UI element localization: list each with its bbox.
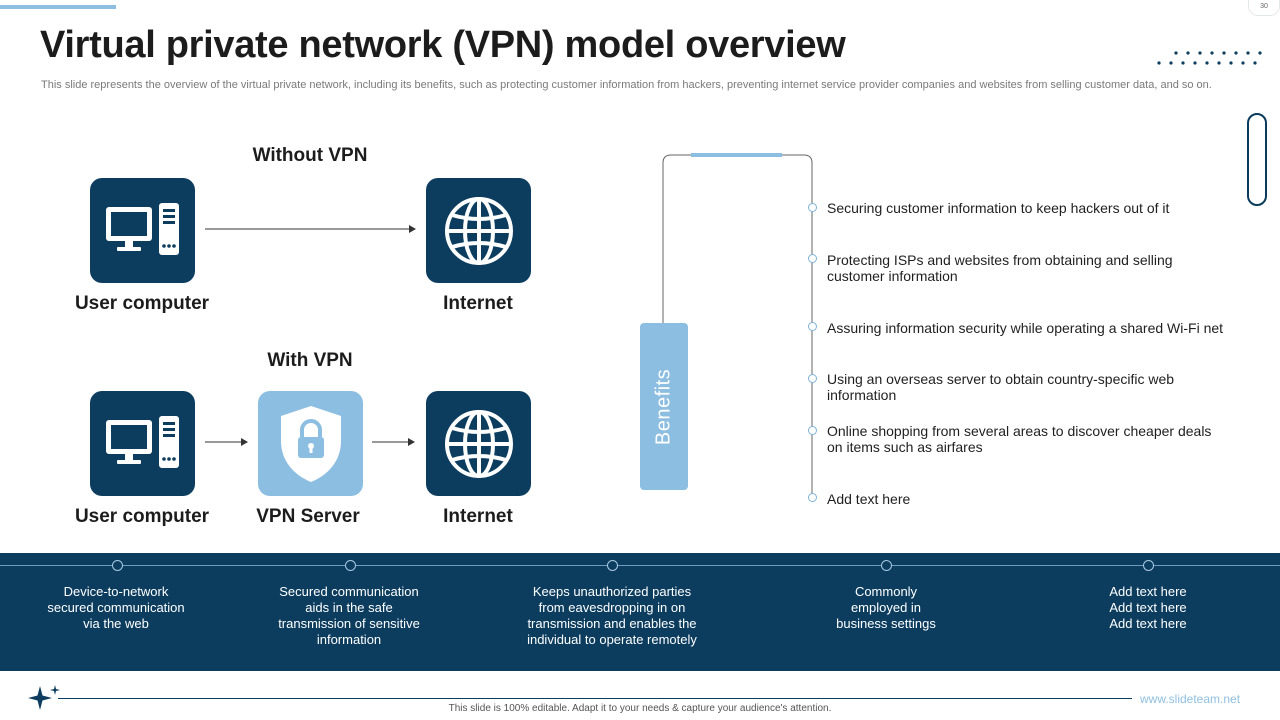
computer-icon (105, 415, 179, 468)
arrow-to-internet (372, 438, 415, 446)
user-computer-tile (90, 391, 195, 496)
page-number: 30 (1248, 0, 1280, 16)
with-vpn-heading: With VPN (267, 350, 353, 371)
benefit-item: Online shopping from several areas to di… (827, 423, 1212, 455)
scroll-indicator[interactable] (1247, 113, 1267, 206)
globe-icon (444, 196, 513, 265)
band-timeline-line (0, 565, 1280, 566)
band-marker (607, 560, 618, 571)
top-accent-bar (0, 5, 116, 9)
footer-note: This slide is 100% editable. Adapt it to… (448, 703, 832, 714)
internet-tile (426, 391, 531, 496)
band-item: Keeps unauthorized parties from eavesdro… (527, 584, 697, 647)
benefits-tab: Benefits (640, 323, 688, 490)
benefit-item: Add text here (827, 491, 911, 507)
footer-divider (58, 698, 1132, 699)
band-item: Add text here Add text here Add text her… (1109, 584, 1187, 631)
band-item: Secured communication aids in the safe t… (278, 584, 420, 647)
user-computer-label: User computer (74, 293, 210, 314)
benefit-item: Securing customer information to keep ha… (827, 200, 1170, 216)
band-item: Commonly employed in business settings (836, 584, 936, 631)
benefit-marker (808, 203, 817, 212)
benefit-marker (808, 254, 817, 263)
user-computer-label: User computer (74, 506, 210, 527)
computer-icon (105, 202, 179, 255)
sparkle-icon (28, 685, 60, 710)
user-computer-tile (90, 178, 195, 283)
benefit-item: Assuring information security while oper… (827, 320, 1224, 336)
footer-url-link[interactable]: www.slideteam.net (1140, 692, 1241, 706)
page-title: Virtual private network (VPN) model over… (40, 24, 846, 66)
arrow-to-vpn-server (205, 438, 248, 446)
shield-lock-icon (280, 405, 341, 482)
benefit-marker (808, 426, 817, 435)
globe-icon (444, 409, 513, 478)
features-band: Device-to-network secured communication … (0, 553, 1280, 671)
slide-description: This slide represents the overview of th… (41, 79, 1212, 91)
benefits-label: Benefits (652, 368, 675, 445)
without-vpn-heading: Without VPN (252, 145, 368, 166)
internet-tile (426, 178, 531, 283)
band-marker (881, 560, 892, 571)
benefit-marker (808, 322, 817, 331)
band-item: Device-to-network secured communication … (47, 584, 185, 631)
benefit-item: Protecting ISPs and websites from obtain… (827, 252, 1173, 284)
arrow-to-internet (205, 225, 416, 233)
vpn-server-tile (258, 391, 363, 496)
benefit-marker (808, 374, 817, 383)
benefit-marker (808, 493, 817, 502)
internet-label: Internet (443, 293, 513, 314)
benefit-item: Using an overseas server to obtain count… (827, 371, 1175, 403)
band-marker (112, 560, 123, 571)
dots-decoration-icon (1157, 51, 1262, 65)
band-marker (345, 560, 356, 571)
vpn-server-label: VPN Server (256, 506, 360, 527)
internet-label: Internet (443, 506, 513, 527)
band-marker (1143, 560, 1154, 571)
